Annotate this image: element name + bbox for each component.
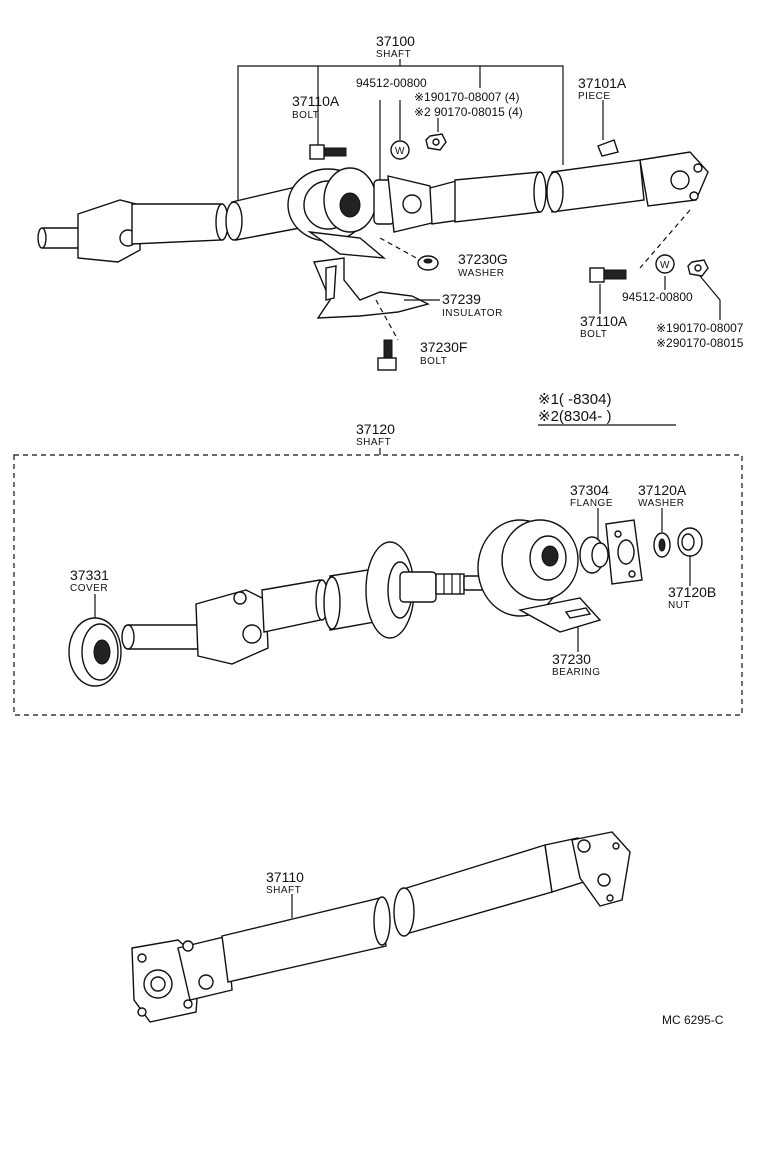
label-37230F-sub: BOLT — [420, 356, 447, 367]
legend-line1: ※1( -8304) — [538, 391, 611, 408]
label-37230-num: 37230 — [552, 651, 591, 667]
label-37120-sub: SHAFT — [356, 437, 391, 448]
label-37120A-num: 37120A — [638, 482, 687, 498]
bolt-37110A-top-graphic — [309, 144, 347, 160]
label-37110A-right-sub: BOLT — [580, 329, 607, 340]
flange-37304-graphic — [579, 519, 643, 585]
label-washer-pn-right: 94512-00800 — [622, 290, 693, 304]
label-37100-num: 37100 — [376, 33, 415, 49]
label-37230-sub: BEARING — [552, 667, 601, 678]
nut-top-graphic — [425, 133, 447, 151]
label-37239-sub: INSULATOR — [442, 308, 503, 319]
label-nut-pn2-right: ※290170-08015 — [656, 336, 744, 350]
label-37230G-num: 37230G — [458, 251, 508, 267]
washer-37230G-graphic — [417, 255, 439, 271]
label-37110A-top-num: 37110A — [292, 93, 340, 109]
piece-37101A-graphic — [597, 139, 619, 157]
label-37101A-num: 37101A — [578, 75, 627, 91]
label-nut-pn1-right: ※190170-08007 — [656, 321, 744, 335]
washer-w-label: W — [395, 146, 405, 157]
legend-line2: ※2(8304- ) — [538, 408, 611, 425]
label-37110A-right-num: 37110A — [580, 313, 628, 329]
dashed-box-37120 — [13, 454, 743, 716]
label-37230F-num: 37230F — [420, 339, 467, 355]
label-37120B-num: 37120B — [668, 584, 716, 600]
bearing-37230-graphic — [477, 519, 602, 633]
label-37331-num: 37331 — [70, 567, 109, 583]
label-washer-pn-top: 94512-00800 — [356, 76, 427, 90]
washer-symbol-top: W — [390, 140, 410, 160]
shaft-37120-graphic — [121, 541, 489, 665]
cover-37331-graphic — [68, 617, 122, 687]
bolt-37230F-graphic — [377, 339, 397, 371]
legend: ※1( -8304) ※2(8304- ) — [538, 391, 676, 426]
label-37120A-sub: WASHER — [638, 498, 685, 509]
label-37304-num: 37304 — [570, 482, 609, 498]
label-nut-pn2-top: ※2 90170-08015 (4) — [414, 105, 523, 119]
label-37100-sub: SHAFT — [376, 49, 411, 60]
label-nut-pn1-top: ※190170-08007 (4) — [414, 90, 519, 104]
label-37110-sub: SHAFT — [266, 885, 301, 896]
shaft-assembly-37100 — [37, 59, 709, 263]
label-37120-num: 37120 — [356, 421, 395, 437]
nut-right-graphic — [687, 259, 709, 277]
shaft-37110-graphic — [131, 831, 631, 1023]
label-37239-num: 37239 — [442, 291, 481, 307]
washer-37120A-graphic — [653, 532, 671, 558]
washer-w-label-right: W — [660, 260, 670, 271]
drawing-code: MC 6295-C — [662, 1013, 724, 1027]
nut-37120B-graphic — [677, 527, 703, 557]
label-37304-sub: FLANGE — [570, 498, 613, 509]
label-37120B-sub: NUT — [668, 600, 690, 611]
insulator-37239-graphic — [312, 257, 430, 319]
label-37110-num: 37110 — [266, 869, 304, 885]
label-37101A-sub: PIECE — [578, 91, 611, 102]
bolt-37110A-right-graphic — [589, 267, 627, 283]
label-37331-sub: COVER — [70, 583, 108, 594]
label-37110A-top-sub: BOLT — [292, 110, 319, 121]
washer-symbol-right: W — [655, 254, 675, 274]
label-37230G-sub: WASHER — [458, 268, 505, 279]
